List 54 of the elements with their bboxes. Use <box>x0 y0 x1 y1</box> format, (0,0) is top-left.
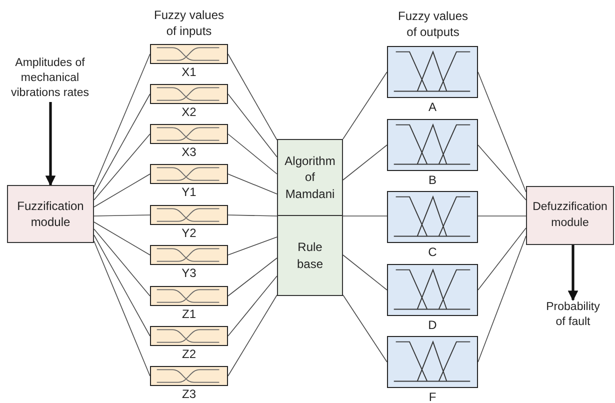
output-variable-label: F <box>428 391 438 403</box>
connector-line <box>342 254 388 290</box>
connector-line <box>228 258 278 296</box>
input-variable-label: Z2 <box>180 348 197 361</box>
connector-line <box>342 294 388 362</box>
connector-line <box>228 174 278 194</box>
input-variable-label: Z3 <box>180 388 197 401</box>
connector-line <box>228 276 278 336</box>
connector-line <box>478 144 526 200</box>
input-variable-label: Y2 <box>180 227 198 240</box>
connector-line <box>342 72 388 140</box>
connector-line <box>228 134 278 174</box>
module-box <box>277 139 343 216</box>
connector-line <box>94 222 150 256</box>
input-variable-label: Y1 <box>180 186 198 199</box>
connector-line <box>228 54 278 140</box>
connector-line <box>94 54 150 188</box>
connector-line <box>94 134 150 200</box>
connector-line <box>228 214 278 216</box>
column-heading: Fuzzy values of outputs <box>396 9 470 40</box>
signal-text: Probability of fault <box>541 300 605 332</box>
connector-line <box>94 228 150 296</box>
input-variable-label: Y3 <box>180 267 198 280</box>
connector-line <box>478 236 526 362</box>
connector-line <box>94 240 150 376</box>
input-variable-label: X2 <box>180 106 198 119</box>
input-variable-label: X1 <box>180 66 198 79</box>
connector-line <box>478 72 526 192</box>
connector-line <box>228 294 278 376</box>
signal-text: Amplitudes of mechanical vibrations rates <box>2 56 98 102</box>
connector-line <box>228 94 278 158</box>
output-variable-label: C <box>427 246 438 259</box>
module-box <box>277 215 343 296</box>
module-label: Rule base <box>296 239 324 272</box>
connector-line <box>94 234 150 336</box>
arrow <box>45 102 56 186</box>
module-label: Defuzzification module <box>532 200 608 230</box>
column-heading: Fuzzy values of inputs <box>152 8 226 40</box>
module-label: Algorithm of Mamdani <box>284 153 336 202</box>
output-variable-label: B <box>427 174 438 187</box>
connector-line <box>478 228 526 290</box>
connector-line <box>342 144 388 180</box>
module-box <box>526 186 614 245</box>
connector-line <box>94 174 150 208</box>
input-variable-label: Z1 <box>180 308 197 321</box>
output-variable-label: A <box>427 101 438 114</box>
module-box <box>7 185 94 243</box>
connector-line <box>228 236 278 256</box>
module-label: Fuzzification module <box>16 198 85 230</box>
connector-line <box>94 214 150 216</box>
connector-line <box>94 94 150 194</box>
arrow <box>568 245 578 302</box>
input-variable-label: X3 <box>180 146 198 159</box>
output-variable-label: D <box>427 319 438 332</box>
